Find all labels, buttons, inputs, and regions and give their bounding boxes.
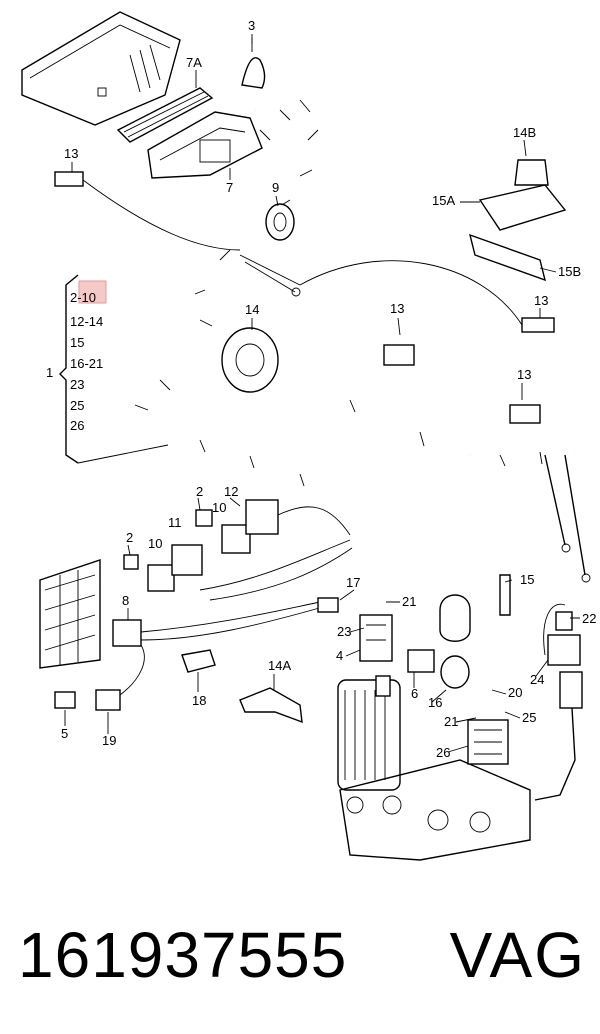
connector-18 xyxy=(181,649,216,673)
callout-14b: 14B xyxy=(513,125,536,140)
wiring-harness-diagram: 2-10 12-14 15 16-21 23 25 26 1 3 7A 7 13… xyxy=(21,11,596,861)
callout-2-upper: 2 xyxy=(196,484,203,499)
connector-6 xyxy=(407,649,435,673)
callout-13-mid-b: 13 xyxy=(517,367,531,382)
group-bracket-1 xyxy=(59,274,169,464)
callout-25: 25 xyxy=(522,710,536,725)
callout-12: 12 xyxy=(224,484,238,499)
bracket-14a xyxy=(239,687,303,724)
pump-motor xyxy=(337,675,401,791)
callout-21-lower: 21 xyxy=(444,714,458,729)
connector-4 xyxy=(359,614,393,662)
clip-15 xyxy=(499,574,511,616)
callout-13-right: 13 xyxy=(534,293,548,308)
group-item-26: 26 xyxy=(70,418,84,433)
group-item-16-21: 16-21 xyxy=(70,356,103,371)
connector-24 xyxy=(534,634,583,801)
callout-4: 4 xyxy=(336,648,343,663)
callout-10-lower: 10 xyxy=(148,536,162,551)
callout-13-mid-a: 13 xyxy=(390,301,404,316)
callout-9: 9 xyxy=(272,180,279,195)
sensor-13-left xyxy=(54,171,241,251)
bracket-15a xyxy=(478,184,567,231)
sensor-13-mid-b xyxy=(509,404,541,424)
callout-labels: 1 3 7A 7 13 9 14B 15A 15B 13 14 13 13 2 … xyxy=(46,18,596,760)
sensor-13-right xyxy=(239,254,555,333)
group-list: 2-10 12-14 15 16-21 23 25 26 xyxy=(70,290,103,433)
relay-box xyxy=(39,559,101,669)
main-harness xyxy=(128,91,576,681)
callout-14a: 14A xyxy=(268,658,291,673)
callout-7a: 7A xyxy=(186,55,202,70)
callout-15b: 15B xyxy=(558,264,581,279)
callout-2-lower: 2 xyxy=(126,530,133,545)
callout-18: 18 xyxy=(192,693,206,708)
clip-14b xyxy=(514,159,549,186)
ground-straps xyxy=(544,454,591,583)
connector-5 xyxy=(54,691,76,709)
callout-15a: 15A xyxy=(432,193,455,208)
callout-22: 22 xyxy=(582,611,596,626)
callout-1: 1 xyxy=(46,365,53,380)
part-number: 161937555 xyxy=(18,919,348,991)
callout-16: 16 xyxy=(428,695,442,710)
callout-19: 19 xyxy=(102,733,116,748)
group-item-15: 15 xyxy=(70,335,84,350)
group-item-23: 23 xyxy=(70,377,84,392)
callout-21-upper: 21 xyxy=(402,594,416,609)
callout-20: 20 xyxy=(508,685,522,700)
callout-10-upper: 10 xyxy=(212,500,226,515)
connector-26 xyxy=(467,719,509,765)
clip-3 xyxy=(241,38,266,89)
grommet-14 xyxy=(221,327,279,393)
callout-5: 5 xyxy=(61,726,68,741)
group-item-25: 25 xyxy=(70,398,84,413)
control-unit-housing xyxy=(21,11,181,126)
gasket-7a xyxy=(116,87,214,143)
callout-15: 15 xyxy=(520,572,534,587)
callout-11: 11 xyxy=(168,515,182,530)
footer: 161937555 VAG xyxy=(0,905,600,1005)
connector-7 xyxy=(147,111,263,179)
callout-13-top-left: 13 xyxy=(64,146,78,161)
connector-8 xyxy=(112,599,331,647)
connector-22 xyxy=(543,603,573,656)
connector-group-mid xyxy=(123,499,353,601)
highlight-2-10 xyxy=(78,280,107,304)
grommet-9 xyxy=(265,203,295,241)
sensor-13-mid-a xyxy=(383,344,415,366)
leader-lines xyxy=(64,34,580,753)
hydraulic-unit xyxy=(339,759,531,861)
callout-26: 26 xyxy=(436,745,450,760)
group-item-12-14: 12-14 xyxy=(70,314,103,329)
callout-14: 14 xyxy=(245,302,259,317)
pressure-switch-16 xyxy=(439,594,471,689)
callout-7: 7 xyxy=(226,180,233,195)
brand-name: VAG xyxy=(449,919,586,991)
callout-6: 6 xyxy=(411,686,418,701)
connector-17 xyxy=(317,597,339,613)
callout-23: 23 xyxy=(337,624,351,639)
connector-19 xyxy=(95,644,145,711)
callout-24: 24 xyxy=(530,672,544,687)
bracket-15b xyxy=(469,233,546,282)
group-item-2-10: 2-10 xyxy=(70,290,96,305)
callout-17: 17 xyxy=(346,575,360,590)
callout-8: 8 xyxy=(122,593,129,608)
callout-3: 3 xyxy=(248,18,255,33)
